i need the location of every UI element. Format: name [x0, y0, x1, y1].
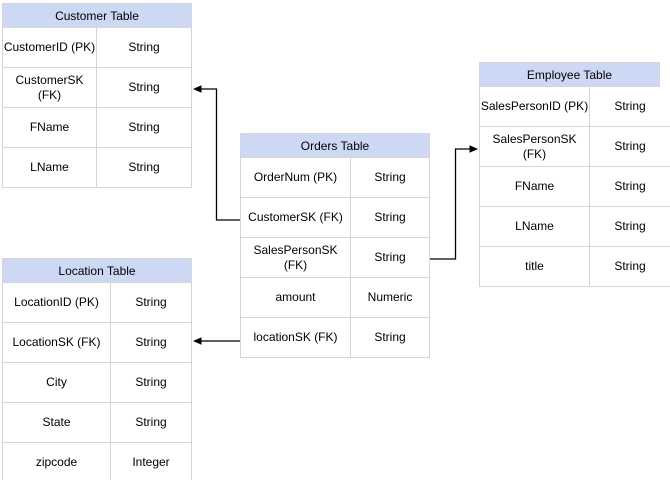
field-cell: locationSK (FK)	[240, 318, 350, 358]
table-row: LName String	[479, 207, 670, 247]
table-row: State String	[2, 403, 192, 443]
table-row: SalesPersonSK (FK) String	[240, 238, 430, 278]
field-cell: SalesPersonSK (FK)	[240, 238, 350, 278]
table-row: LName String	[2, 148, 192, 188]
table-header: Customer Table	[2, 3, 192, 28]
table-row: CustomerID (PK) String	[2, 28, 192, 68]
table-row: amount Numeric	[240, 278, 430, 318]
type-cell: String	[96, 108, 192, 148]
connector-orders-to-employee[interactable]	[430, 145, 478, 260]
type-cell: String	[589, 87, 670, 127]
type-cell: String	[96, 28, 192, 68]
field-cell: FName	[479, 167, 589, 207]
field-cell: LName	[2, 148, 96, 188]
type-cell: String	[110, 403, 192, 443]
type-cell: Numeric	[350, 278, 430, 318]
er-table-orders[interactable]: Orders Table OrderNum (PK) String Custom…	[240, 133, 430, 358]
table-row: CustomerSK (FK) String	[240, 198, 430, 238]
type-cell: String	[110, 363, 192, 403]
table-header: Orders Table	[240, 133, 430, 158]
er-table-customer[interactable]: Customer Table CustomerID (PK) String Cu…	[2, 3, 192, 188]
type-cell: String	[589, 247, 670, 287]
field-cell: LName	[479, 207, 589, 247]
type-cell: Integer	[110, 443, 192, 480]
field-cell: CustomerSK (FK)	[2, 68, 96, 108]
table-header: Employee Table	[479, 62, 660, 87]
connector-orders-to-location[interactable]	[193, 337, 240, 345]
type-cell: String	[589, 167, 670, 207]
type-cell: String	[110, 323, 192, 363]
field-cell: title	[479, 247, 589, 287]
field-cell: amount	[240, 278, 350, 318]
er-table-employee[interactable]: Employee Table SalesPersonID (PK) String…	[479, 62, 670, 287]
field-cell: FName	[2, 108, 96, 148]
table-row: City String	[2, 363, 192, 403]
table-row: FName String	[2, 108, 192, 148]
connector-orders-to-customer[interactable]	[193, 85, 240, 221]
arrowhead-left-icon	[193, 85, 202, 93]
table-row: CustomerSK (FK) String	[2, 68, 192, 108]
type-cell: String	[350, 158, 430, 198]
field-cell: State	[2, 403, 110, 443]
table-row: OrderNum (PK) String	[240, 158, 430, 198]
table-row: LocationID (PK) String	[2, 283, 192, 323]
field-cell: LocationSK (FK)	[2, 323, 110, 363]
table-header: Location Table	[2, 258, 192, 283]
field-cell: CustomerSK (FK)	[240, 198, 350, 238]
type-cell: String	[96, 148, 192, 188]
field-cell: zipcode	[2, 443, 110, 480]
field-cell: LocationID (PK)	[2, 283, 110, 323]
table-row: title String	[479, 247, 670, 287]
table-row: FName String	[479, 167, 670, 207]
type-cell: String	[350, 318, 430, 358]
table-row: zipcode Integer	[2, 443, 192, 480]
type-cell: String	[96, 68, 192, 108]
type-cell: String	[350, 198, 430, 238]
field-cell: SalesPersonSK (FK)	[479, 127, 589, 167]
type-cell: String	[110, 283, 192, 323]
arrowhead-left-icon	[193, 337, 202, 345]
type-cell: String	[589, 127, 670, 167]
table-row: SalesPersonID (PK) String	[479, 87, 670, 127]
arrowhead-right-icon	[469, 145, 478, 153]
field-cell: SalesPersonID (PK)	[479, 87, 589, 127]
type-cell: String	[589, 207, 670, 247]
table-row: SalesPersonSK (FK) String	[479, 127, 670, 167]
table-row: LocationSK (FK) String	[2, 323, 192, 363]
table-row: locationSK (FK) String	[240, 318, 430, 358]
type-cell: String	[350, 238, 430, 278]
field-cell: CustomerID (PK)	[2, 28, 96, 68]
er-table-location[interactable]: Location Table LocationID (PK) String Lo…	[2, 258, 192, 480]
field-cell: City	[2, 363, 110, 403]
field-cell: OrderNum (PK)	[240, 158, 350, 198]
